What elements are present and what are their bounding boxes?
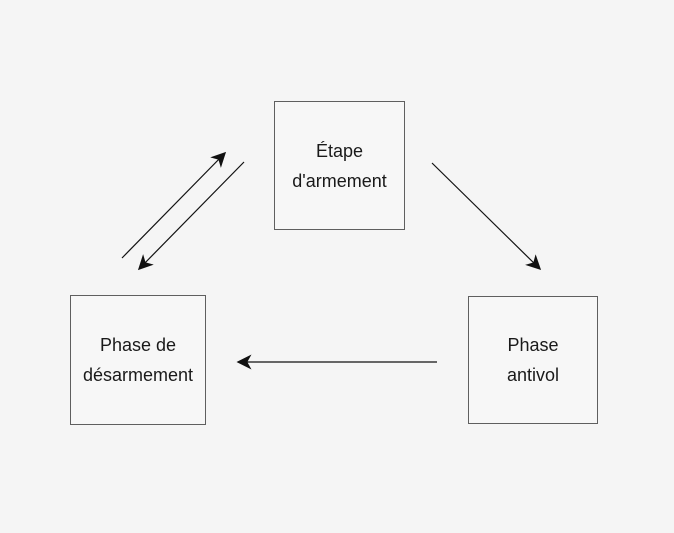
node-phase-desarmement: Phase de désarmement	[70, 295, 206, 425]
node-label: Phase antivol	[506, 335, 560, 385]
node-label: Phase de désarmement	[82, 335, 194, 385]
arrow-desarmement-to-armement	[121, 151, 227, 259]
arrow-armement-to-antivol	[431, 162, 542, 271]
node-label: Étape d'armement	[292, 140, 387, 191]
node-etape-armement: Étape d'armement	[274, 101, 405, 230]
node-phase-antivol: Phase antivol	[468, 296, 598, 424]
arrow-armement-to-desarmement	[137, 161, 245, 271]
